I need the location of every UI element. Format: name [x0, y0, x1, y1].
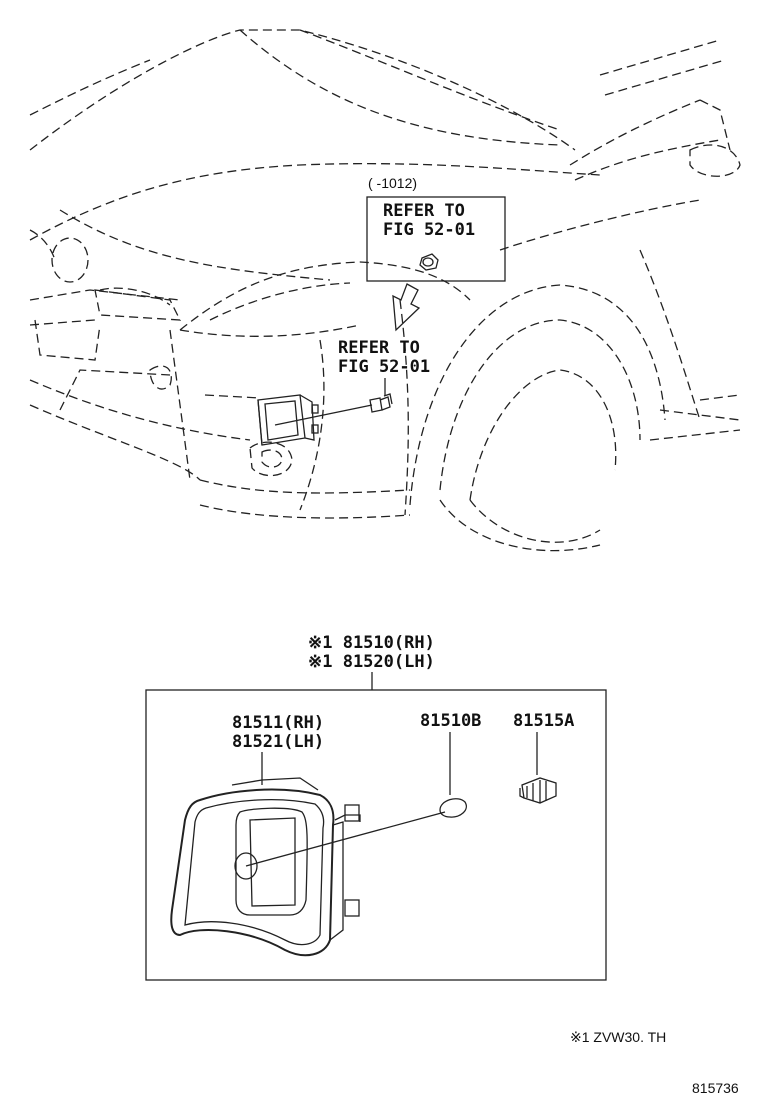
installed-fog-lamp: [257, 394, 373, 446]
housing-label-rh[interactable]: 81511(RH): [232, 713, 324, 733]
housing-label-lh[interactable]: 81521(LH): [232, 732, 324, 752]
socket-icon: [519, 777, 557, 804]
refer-box-line2[interactable]: FIG 52-01: [383, 220, 475, 240]
refer-box: [366, 196, 506, 282]
down-arrow-icon: [392, 283, 421, 332]
fog-lamp-housing: [170, 777, 446, 957]
nut-icon: [419, 253, 439, 271]
refer-bolt-line2[interactable]: FIG 52-01: [338, 357, 430, 377]
footnote: ※1 ZVW30. TH: [570, 1029, 666, 1045]
socket-label[interactable]: 81515A: [513, 711, 574, 731]
figure-number: 815736: [692, 1080, 739, 1096]
assembly-label-lh[interactable]: ※1 81520(LH): [308, 652, 435, 672]
range-note: ( -1012): [368, 175, 417, 191]
assembly-label-rh[interactable]: ※1 81510(RH): [308, 633, 435, 653]
bulb-label[interactable]: 81510B: [420, 711, 481, 731]
refer-bolt-line1[interactable]: REFER TO: [338, 338, 420, 358]
car-front-outline: [29, 29, 741, 552]
bolt-icon: [369, 393, 393, 413]
bulb-icon: [439, 798, 467, 818]
refer-box-line1[interactable]: REFER TO: [383, 201, 465, 221]
assembly-box: [145, 689, 607, 981]
